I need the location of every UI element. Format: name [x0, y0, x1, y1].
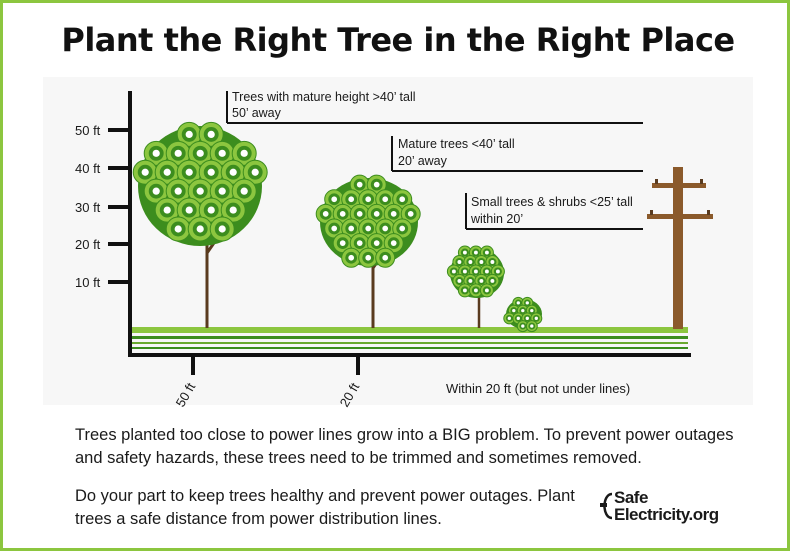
leaf-circle	[176, 159, 202, 185]
leaf-circle	[485, 273, 500, 288]
call-to-action-paragraph: Do your part to keep trees healthy and p…	[75, 487, 575, 528]
leaf-circle	[358, 189, 379, 210]
leaf-circle	[198, 159, 224, 185]
leaf-circle	[231, 140, 257, 166]
leaf-circle	[468, 283, 483, 298]
leaf-circle	[324, 218, 345, 239]
zone-label: Small trees & shrubs <25’ tall	[471, 195, 633, 209]
zone-distance: 50’ away	[232, 106, 282, 120]
leaf-circle	[375, 247, 396, 268]
large-tree-canopy	[132, 121, 268, 246]
leaf-circle	[400, 203, 421, 224]
leaf-circle	[332, 203, 353, 224]
leaf-circle	[154, 159, 180, 185]
leaf-circle	[315, 203, 336, 224]
leaf-circle	[209, 140, 235, 166]
zone-label: Mature trees <40’ tall	[398, 137, 515, 151]
leaf-circle	[242, 159, 268, 185]
zone-distance: within 20’	[470, 212, 523, 226]
leaf-circle	[366, 174, 387, 195]
leaf-circle	[516, 320, 529, 333]
leaf-circle	[341, 247, 362, 268]
tree-placement-diagram: 50 ft 40 ft 30 ft 20 ft 10 ft 50 ft 20 f…	[75, 90, 713, 410]
leaf-circle	[231, 178, 257, 204]
leaf-circle	[198, 121, 224, 147]
logo-text-safe: Safe	[614, 488, 648, 507]
leaf-circle	[154, 197, 180, 223]
zone-marker-large-trees: Trees with mature height >40’ tall 50’ a…	[226, 90, 643, 124]
leaf-circle	[176, 197, 202, 223]
leaf-circle	[479, 283, 494, 298]
small-tree-canopy	[446, 245, 505, 298]
leaf-circle	[165, 216, 191, 242]
plug-icon	[600, 492, 613, 520]
leaf-circle	[143, 178, 169, 204]
y-tick-label: 10 ft	[75, 275, 101, 290]
intro-paragraph: Trees planted too close to power lines g…	[75, 426, 734, 467]
logo-text-domain: Electricity.org	[614, 505, 719, 524]
leaf-circle	[525, 320, 538, 333]
x-tick-50: 50 ft	[173, 355, 199, 410]
leaf-circle	[358, 247, 379, 268]
leaf-circle	[490, 264, 505, 279]
leaf-circle	[324, 189, 345, 210]
leaf-circle	[187, 216, 213, 242]
x-tick-20: 20 ft	[337, 355, 363, 410]
leaf-circle	[209, 216, 235, 242]
y-tick-30: 30 ft	[75, 200, 130, 215]
y-tick-10: 10 ft	[75, 275, 130, 290]
leaf-circle	[132, 159, 158, 185]
leaf-circle	[392, 218, 413, 239]
x-note-label: Within 20 ft (but not under lines)	[446, 381, 630, 396]
zone-label: Trees with mature height >40’ tall	[232, 90, 416, 104]
y-tick-label: 20 ft	[75, 237, 101, 252]
page-title: Plant the Right Tree in the Right Place	[61, 21, 735, 59]
y-tick-40: 40 ft	[75, 161, 130, 176]
y-tick-label: 30 ft	[75, 200, 101, 215]
leaf-circle	[176, 121, 202, 147]
zone-marker-medium-trees: Mature trees <40’ tall 20’ away	[391, 136, 643, 172]
safe-electricity-logo: Safe Electricity.org	[600, 488, 740, 528]
shrub-canopy	[503, 296, 543, 333]
utility-pole	[647, 167, 713, 329]
leaf-circle	[143, 140, 169, 166]
leaf-circle	[457, 283, 472, 298]
leaf-circle	[165, 140, 191, 166]
leaf-circle	[187, 178, 213, 204]
medium-tree-canopy	[315, 174, 421, 268]
zone-marker-small-trees: Small trees & shrubs <25’ tall within 20…	[465, 193, 643, 230]
y-tick-label: 40 ft	[75, 161, 101, 176]
ground	[132, 327, 688, 349]
leaf-circle	[341, 218, 362, 239]
y-tick-20: 20 ft	[75, 237, 130, 252]
leaf-circle	[375, 189, 396, 210]
leaf-circle	[198, 197, 224, 223]
y-tick-50: 50 ft	[75, 123, 130, 138]
x-tick-label: 20 ft	[337, 380, 363, 410]
y-tick-label: 50 ft	[75, 123, 101, 138]
leaf-circle	[209, 178, 235, 204]
zone-distance: 20’ away	[398, 154, 448, 168]
x-tick-label: 50 ft	[173, 380, 199, 410]
leaf-circle	[332, 233, 353, 254]
leaf-circle	[220, 197, 246, 223]
